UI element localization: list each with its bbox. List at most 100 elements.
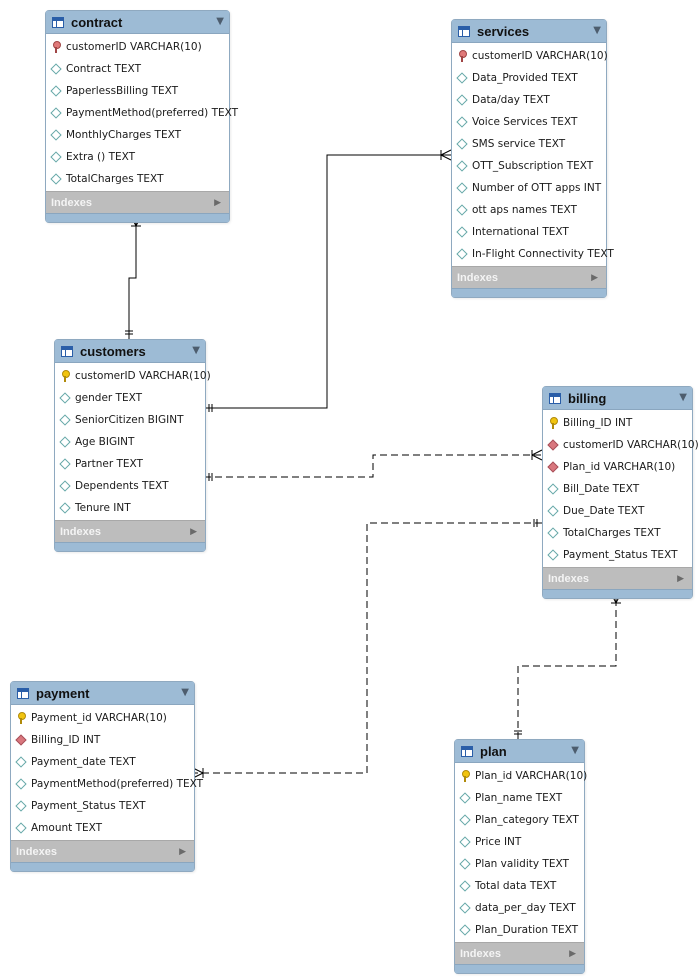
column-row[interactable]: Total data TEXT: [455, 875, 584, 897]
column-row[interactable]: Plan_name TEXT: [455, 787, 584, 809]
column-row[interactable]: Voice Services TEXT: [452, 111, 606, 133]
services-table[interactable]: services ▼ customerID VARCHAR(10) Data_Prov…: [451, 19, 614, 298]
payment-indexes-section[interactable]: Indexes▶: [11, 840, 194, 862]
column-row[interactable]: Plan validity TEXT: [455, 853, 584, 875]
customers-table-title: customers: [80, 343, 146, 359]
services-indexes-section[interactable]: Indexes▶: [452, 266, 606, 288]
indexes-label: Indexes: [548, 572, 589, 585]
column-icon: [460, 924, 470, 936]
contract-table-header[interactable]: contract▼: [46, 11, 229, 34]
column-row[interactable]: Bill_Date TEXT: [543, 478, 692, 500]
payment-table[interactable]: payment▼Payment_id VARCHAR(10) Billing_ID…: [10, 681, 203, 872]
column-row[interactable]: Data_Provided TEXT: [452, 67, 606, 89]
foreign-key-icon: [548, 439, 558, 451]
column-row[interactable]: customerID VARCHAR(10): [452, 45, 608, 67]
column-row[interactable]: Dependents TEXT: [55, 475, 205, 497]
column-row[interactable]: Extra () TEXT: [46, 146, 229, 168]
column-row[interactable]: TotalCharges TEXT: [46, 168, 229, 190]
column-row[interactable]: customerID VARCHAR(10): [543, 434, 699, 456]
column-label: Billing_ID INT: [31, 734, 101, 746]
customers-indexes-section[interactable]: Indexes▶: [55, 520, 205, 542]
plan-indexes-section[interactable]: Indexes▶: [455, 942, 584, 964]
collapse-toggle-icon[interactable]: ▼: [571, 745, 579, 756]
column-row[interactable]: TotalCharges TEXT: [543, 522, 692, 544]
column-row[interactable]: In-Flight Connectivity TEXT: [452, 243, 614, 265]
contract-table[interactable]: contract▼customerID VARCHAR(10)Contract …: [45, 10, 238, 223]
column-icon: [457, 226, 467, 238]
column-icon: [548, 505, 558, 517]
services-column-list: customerID VARCHAR(10) Data_Provided TEXT…: [452, 43, 614, 266]
column-row[interactable]: Plan_id VARCHAR(10): [543, 456, 692, 478]
column-icon: [457, 94, 467, 106]
column-row[interactable]: ott aps names TEXT: [452, 199, 606, 221]
column-row[interactable]: Billing_ID INT: [543, 412, 692, 434]
column-row[interactable]: Contract TEXT: [46, 58, 229, 80]
billing-table[interactable]: billing▼Billing_ID INT customerID VARCHAR…: [542, 386, 699, 599]
services-table-title: services: [477, 23, 530, 39]
column-row[interactable]: customerID VARCHAR(10): [46, 36, 229, 58]
column-label: customerID VARCHAR(10): [563, 439, 699, 451]
collapse-toggle-icon[interactable]: ▼: [593, 25, 601, 36]
column-icon: [457, 116, 467, 128]
column-icon: [548, 527, 558, 539]
column-row[interactable]: data_per_day TEXT: [455, 897, 584, 919]
payment-table-header[interactable]: payment▼: [11, 682, 194, 705]
column-row[interactable]: gender TEXT: [55, 387, 205, 409]
collapse-toggle-icon[interactable]: ▼: [679, 392, 687, 403]
column-row[interactable]: Plan_category TEXT: [455, 809, 584, 831]
column-label: Plan_id VARCHAR(10): [475, 770, 588, 782]
column-row[interactable]: Payment_date TEXT: [11, 751, 194, 773]
customers-table-header[interactable]: customers ▼: [55, 340, 205, 363]
column-row[interactable]: Payment_Status TEXT: [543, 544, 692, 566]
column-row[interactable]: Plan_Duration TEXT: [455, 919, 584, 941]
collapse-toggle-icon[interactable]: ▼: [192, 345, 200, 356]
column-row[interactable]: OTT_Subscription TEXT: [452, 155, 606, 177]
services-table-header[interactable]: services ▼: [452, 20, 606, 43]
billing-indexes-section[interactable]: Indexes▶: [543, 567, 692, 589]
column-row[interactable]: Age BIGINT: [55, 431, 205, 453]
collapse-toggle-icon[interactable]: ▼: [216, 16, 224, 27]
column-label: ott aps names TEXT: [472, 204, 577, 216]
column-label: Data_Provided TEXT: [472, 72, 578, 84]
table-icon: [17, 687, 29, 699]
column-row[interactable]: SeniorCitizen BIGINT: [55, 409, 205, 431]
contract-indexes-section[interactable]: Indexes▶: [46, 191, 229, 213]
customers-services-many-marker: [440, 149, 452, 156]
column-row[interactable]: MonthlyCharges TEXT: [46, 124, 229, 146]
column-row[interactable]: International TEXT: [452, 221, 606, 243]
collapse-toggle-icon[interactable]: ▼: [181, 687, 189, 698]
billing-table-header[interactable]: billing▼: [543, 387, 692, 410]
column-row[interactable]: Plan_id VARCHAR(10): [455, 765, 588, 787]
column-row[interactable]: Data/day TEXT: [452, 89, 606, 111]
plan-table-header[interactable]: plan▼: [455, 740, 584, 763]
column-row[interactable]: Due_Date TEXT: [543, 500, 692, 522]
customers-services-many-marker: [440, 154, 452, 161]
column-label: SeniorCitizen BIGINT: [75, 414, 184, 426]
table-footer: [452, 288, 606, 297]
column-label: Payment_date TEXT: [31, 756, 136, 768]
column-row[interactable]: Payment_Status TEXT: [11, 795, 194, 817]
column-row[interactable]: PaymentMethod(preferred) TEXT: [46, 102, 238, 124]
column-row[interactable]: Partner TEXT: [55, 453, 205, 475]
column-row[interactable]: Billing_ID INT: [11, 729, 194, 751]
column-row[interactable]: Payment_id VARCHAR(10): [11, 707, 194, 729]
column-icon: [460, 836, 470, 848]
column-row[interactable]: Tenure INT: [55, 497, 205, 519]
table-footer: [543, 589, 692, 598]
column-row[interactable]: Amount TEXT: [11, 817, 194, 839]
billing-column-list: Billing_ID INT customerID VARCHAR(10) Plan…: [543, 410, 699, 567]
table-icon: [52, 16, 64, 28]
column-row[interactable]: Number of OTT apps INT: [452, 177, 606, 199]
column-row[interactable]: Price INT: [455, 831, 584, 853]
column-label: PaperlessBilling TEXT: [66, 85, 179, 97]
column-row[interactable]: customerID VARCHAR(10): [55, 365, 211, 387]
column-icon: [457, 248, 467, 260]
column-label: International TEXT: [472, 226, 569, 238]
column-row[interactable]: PaperlessBilling TEXT: [46, 80, 229, 102]
customers-billing-many-marker: [531, 449, 543, 456]
customers-table[interactable]: customers ▼ customerID VARCHAR(10)gender T…: [54, 339, 211, 552]
column-row[interactable]: PaymentMethod(preferred) TEXT: [11, 773, 203, 795]
column-row[interactable]: SMS service TEXT: [452, 133, 606, 155]
